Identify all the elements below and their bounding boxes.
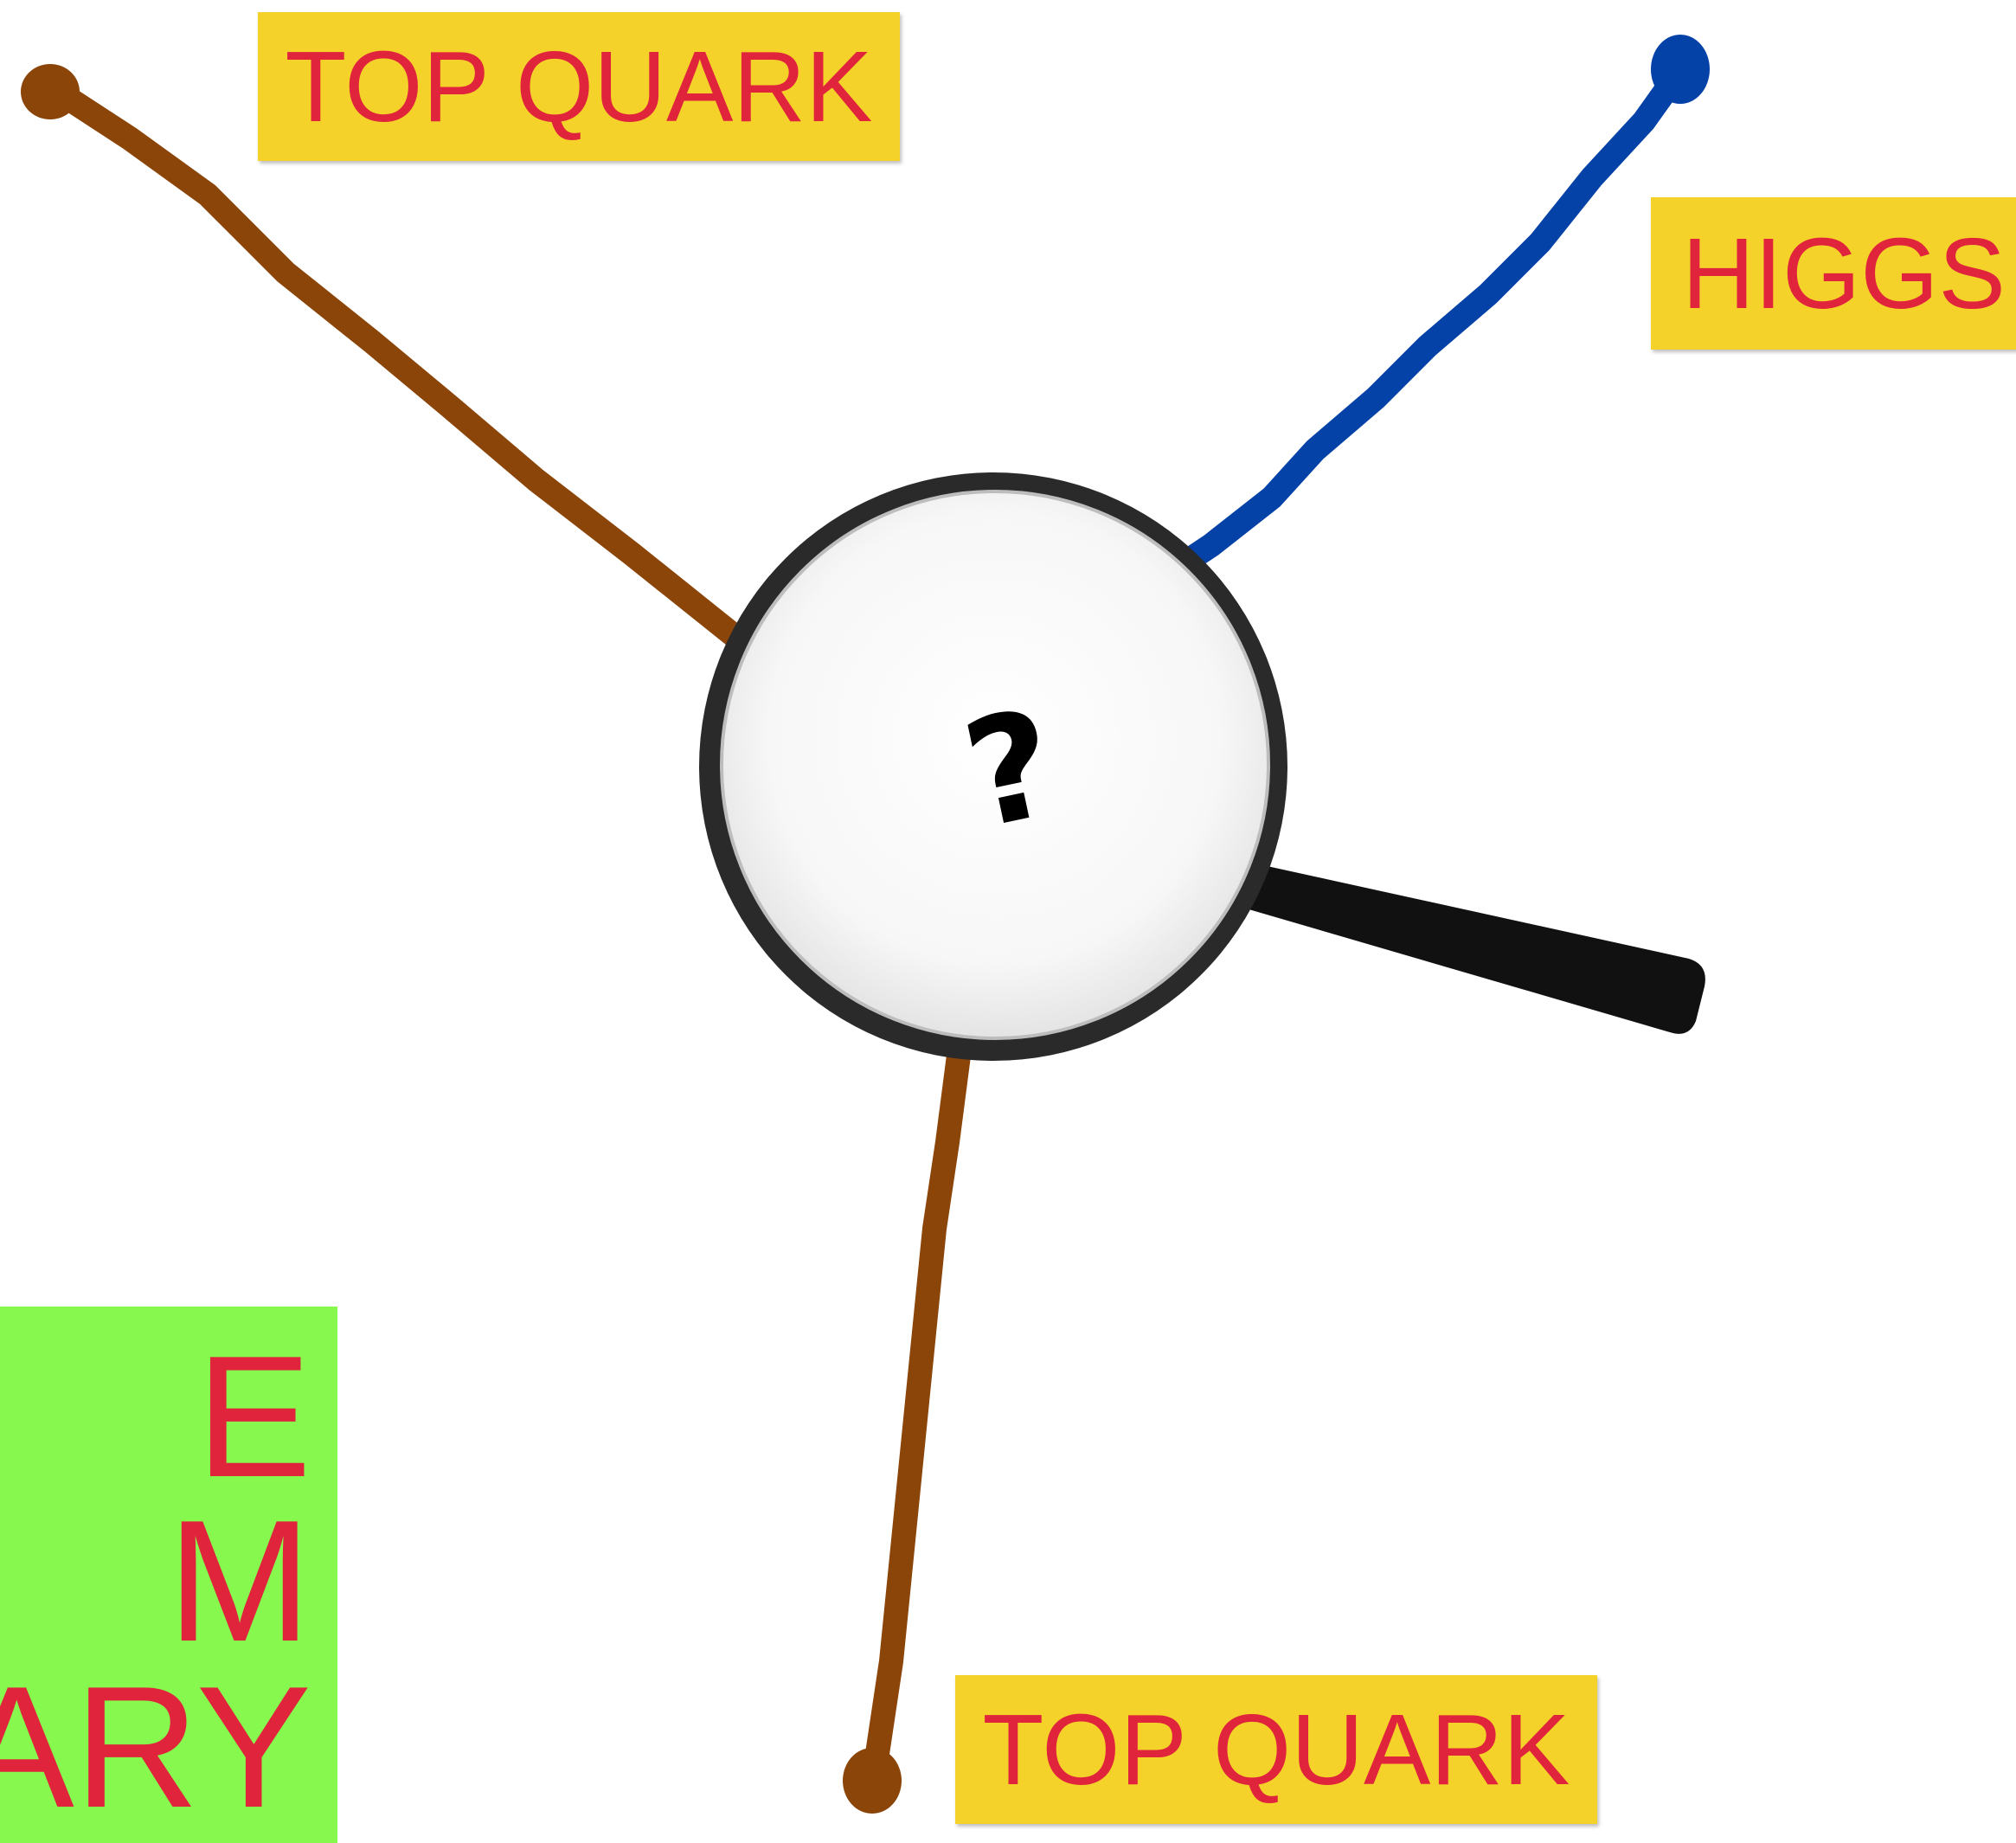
higgs-line xyxy=(1147,61,1691,592)
green-panel-line-1: E xyxy=(196,1320,311,1513)
green-panel-line-3: ARY xyxy=(0,1651,311,1843)
magnifier-glass xyxy=(722,491,1268,1038)
higgs-label: HIGGS xyxy=(1651,197,2016,350)
magnifying-glass-icon: ? xyxy=(699,472,1705,1061)
top-quark-endpoint-upper xyxy=(21,64,80,119)
green-panel-line-2: M xyxy=(167,1485,311,1678)
top-quark-label-lower: TOP QUARK xyxy=(955,1675,1597,1824)
top-quark-label-upper: TOP QUARK xyxy=(258,12,900,161)
higgs-endpoint xyxy=(1651,35,1710,104)
top-quark-line-upper xyxy=(38,74,774,670)
top-quark-endpoint-lower xyxy=(843,1748,902,1814)
magnifier-handle xyxy=(1246,865,1705,1034)
green-text-panel: E M ARY xyxy=(0,1307,337,1843)
top-quark-line-lower xyxy=(864,1044,971,1777)
